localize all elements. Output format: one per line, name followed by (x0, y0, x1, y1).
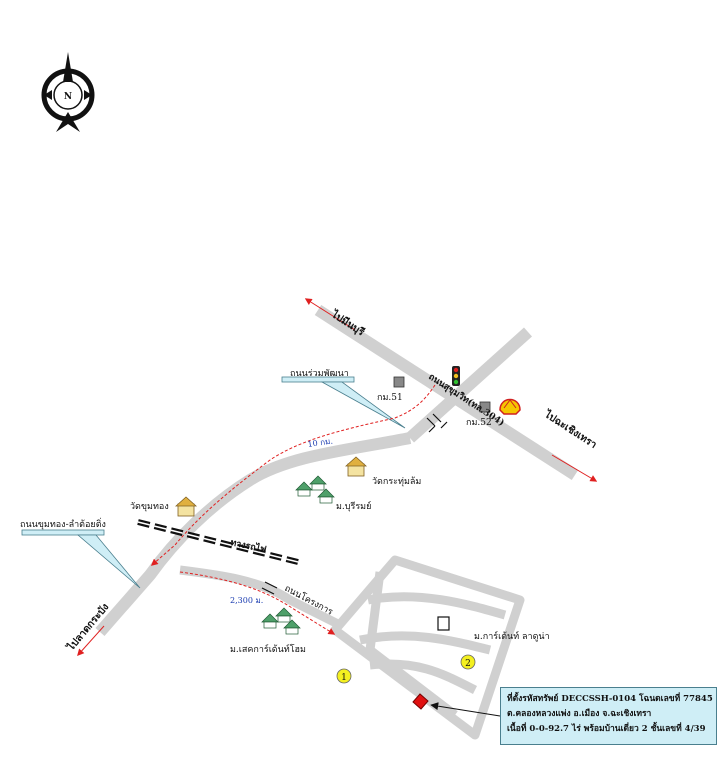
label-wat-khum-thong: วัดขุมทอง (130, 502, 169, 512)
bridge-icon (261, 413, 448, 595)
label-khumthong-road: ถนนขุมทอง-ลำต้อยติ่ง (20, 517, 106, 530)
marker-1-label: 1 (341, 673, 347, 683)
traffic-light-icon (452, 366, 460, 386)
north-arrow-icon: N (41, 52, 95, 132)
direction-arrows (77, 298, 598, 657)
arrow-to-chachoengsao (551, 454, 598, 482)
ruamphatthana-road-callout (281, 376, 406, 429)
compass-letter: N (64, 92, 72, 102)
marker-2: 2 (460, 654, 476, 670)
road-project (179, 565, 343, 630)
arrow-to-latkrabang (77, 625, 105, 657)
route-main (150, 384, 436, 566)
arrow-to-minburi (304, 298, 356, 331)
property-info-line-3: เนื้อที่ 0-0-92.7 ไร่ พร้อมบ้านเดี่ยว 2 … (507, 724, 706, 734)
road-main-southwest (95, 432, 412, 636)
estate-outer-road (330, 555, 525, 740)
road-sukhumvit (314, 304, 579, 481)
label-wat-krathum-lom: วัดกระทุ่มล้ม (372, 476, 421, 487)
route-project (179, 571, 336, 635)
property-location-marker (412, 693, 501, 717)
label-distance-10km: 10 กม. (307, 437, 333, 449)
property-info-line-2: ต.คลองหลวงแพ่ง อ.เมือง จ.ฉะเชิงเทรา (507, 709, 652, 719)
label-mu-buriram: ม.บุรีรมย์ (336, 500, 371, 512)
label-railway: ทางรถไฟ (229, 536, 267, 555)
housing-estate-plan (330, 555, 525, 740)
temple-icon (174, 456, 368, 517)
estate-inner-road-b (367, 592, 507, 620)
estate-building-icon (437, 616, 450, 631)
marker-2-label: 2 (465, 659, 471, 669)
label-garden-ladoo: ม.การ์เด้นท์ ลาดูน่า (474, 630, 550, 642)
label-to-chachoengsao: ไปฉะเชิงเทรา (542, 407, 600, 451)
label-distance-2300m: 2,300 ม. (230, 596, 263, 605)
estate-inner-road-c (359, 631, 492, 655)
shell-station-icon (499, 398, 521, 415)
label-estate-home: ม.เสคการ์เด้นท์โฮม (230, 643, 306, 655)
property-info-line-1: ที่ตั้งรหัสทรัพย์ DECCSSH-0104 โฉนดเลขที… (507, 694, 713, 704)
label-km52: กม.52 (466, 418, 492, 428)
railway-line (137, 519, 299, 565)
property-info-callout: ที่ตั้งรหัสทรัพย์ DECCSSH-0104 โฉนดเลขที… (500, 687, 717, 745)
estate-inner-road-d (369, 659, 478, 695)
label-km51: กม.51 (377, 393, 403, 403)
khumthong-road-callout (21, 529, 141, 589)
village-icon (261, 475, 335, 635)
access-route (150, 384, 436, 635)
marker-1: 1 (336, 668, 352, 684)
label-ruamphatthana-road: ถนนร่วมพัฒนา (290, 369, 349, 379)
km-post-icon (393, 376, 491, 413)
road-network (95, 304, 579, 636)
